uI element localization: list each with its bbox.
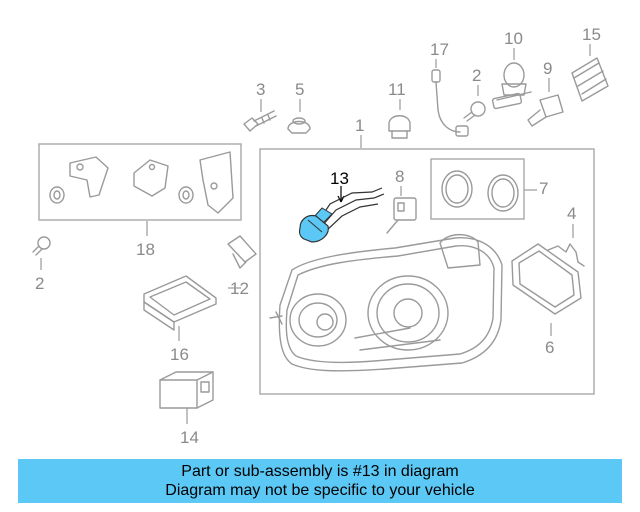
module-15 — [571, 57, 609, 102]
callout-9: 9 — [543, 59, 552, 78]
callout-11: 11 — [388, 80, 406, 99]
callout-18: 18 — [136, 240, 155, 259]
grommet-5 — [287, 117, 311, 134]
screw-2-top — [463, 101, 486, 122]
callout-3: 3 — [256, 80, 265, 99]
bracket-kit-18 — [49, 151, 234, 214]
callout-6: 6 — [545, 338, 554, 357]
screw-2-left — [32, 236, 51, 256]
callout-14: 14 — [180, 428, 199, 447]
cover-7 — [441, 170, 519, 212]
callout-1: 1 — [355, 116, 364, 135]
screw-3 — [243, 110, 277, 132]
banner-line-1: Part or sub-assembly is #13 in diagram — [181, 463, 459, 480]
headlamp-housing-1 — [269, 233, 503, 372]
clip-4 — [547, 243, 585, 267]
banner-line-2: Diagram may not be specific to your vehi… — [165, 482, 475, 499]
callout-10: 10 — [504, 29, 523, 48]
bulb-10 — [491, 62, 532, 110]
callout-7: 7 — [539, 179, 548, 198]
socket-8 — [386, 197, 417, 234]
bulb-11 — [388, 115, 411, 139]
cover-frame-7 — [430, 158, 525, 220]
callout-17: 17 — [430, 40, 449, 59]
callout-5: 5 — [295, 80, 304, 99]
module-14 — [159, 371, 214, 409]
info-banner: Part or sub-assembly is #13 in diagram D… — [18, 459, 622, 503]
callout-8: 8 — [395, 167, 404, 186]
callout-13: 13 — [330, 169, 349, 188]
callout-2-top: 2 — [472, 66, 481, 85]
wire-17 — [431, 69, 469, 137]
wire-harness-13 — [298, 186, 385, 243]
callout-2-left: 2 — [35, 274, 44, 293]
cover-6 — [511, 243, 582, 315]
leader-lines — [40, 44, 591, 424]
callout-16: 16 — [170, 345, 189, 364]
bulb-9 — [527, 94, 564, 127]
callout-4: 4 — [567, 204, 576, 223]
kit-frame-18 — [38, 143, 242, 221]
control-module-16 — [143, 275, 217, 331]
bulb-12 — [227, 235, 257, 269]
assembly-frame-1 — [259, 148, 595, 395]
callout-15: 15 — [582, 25, 601, 44]
